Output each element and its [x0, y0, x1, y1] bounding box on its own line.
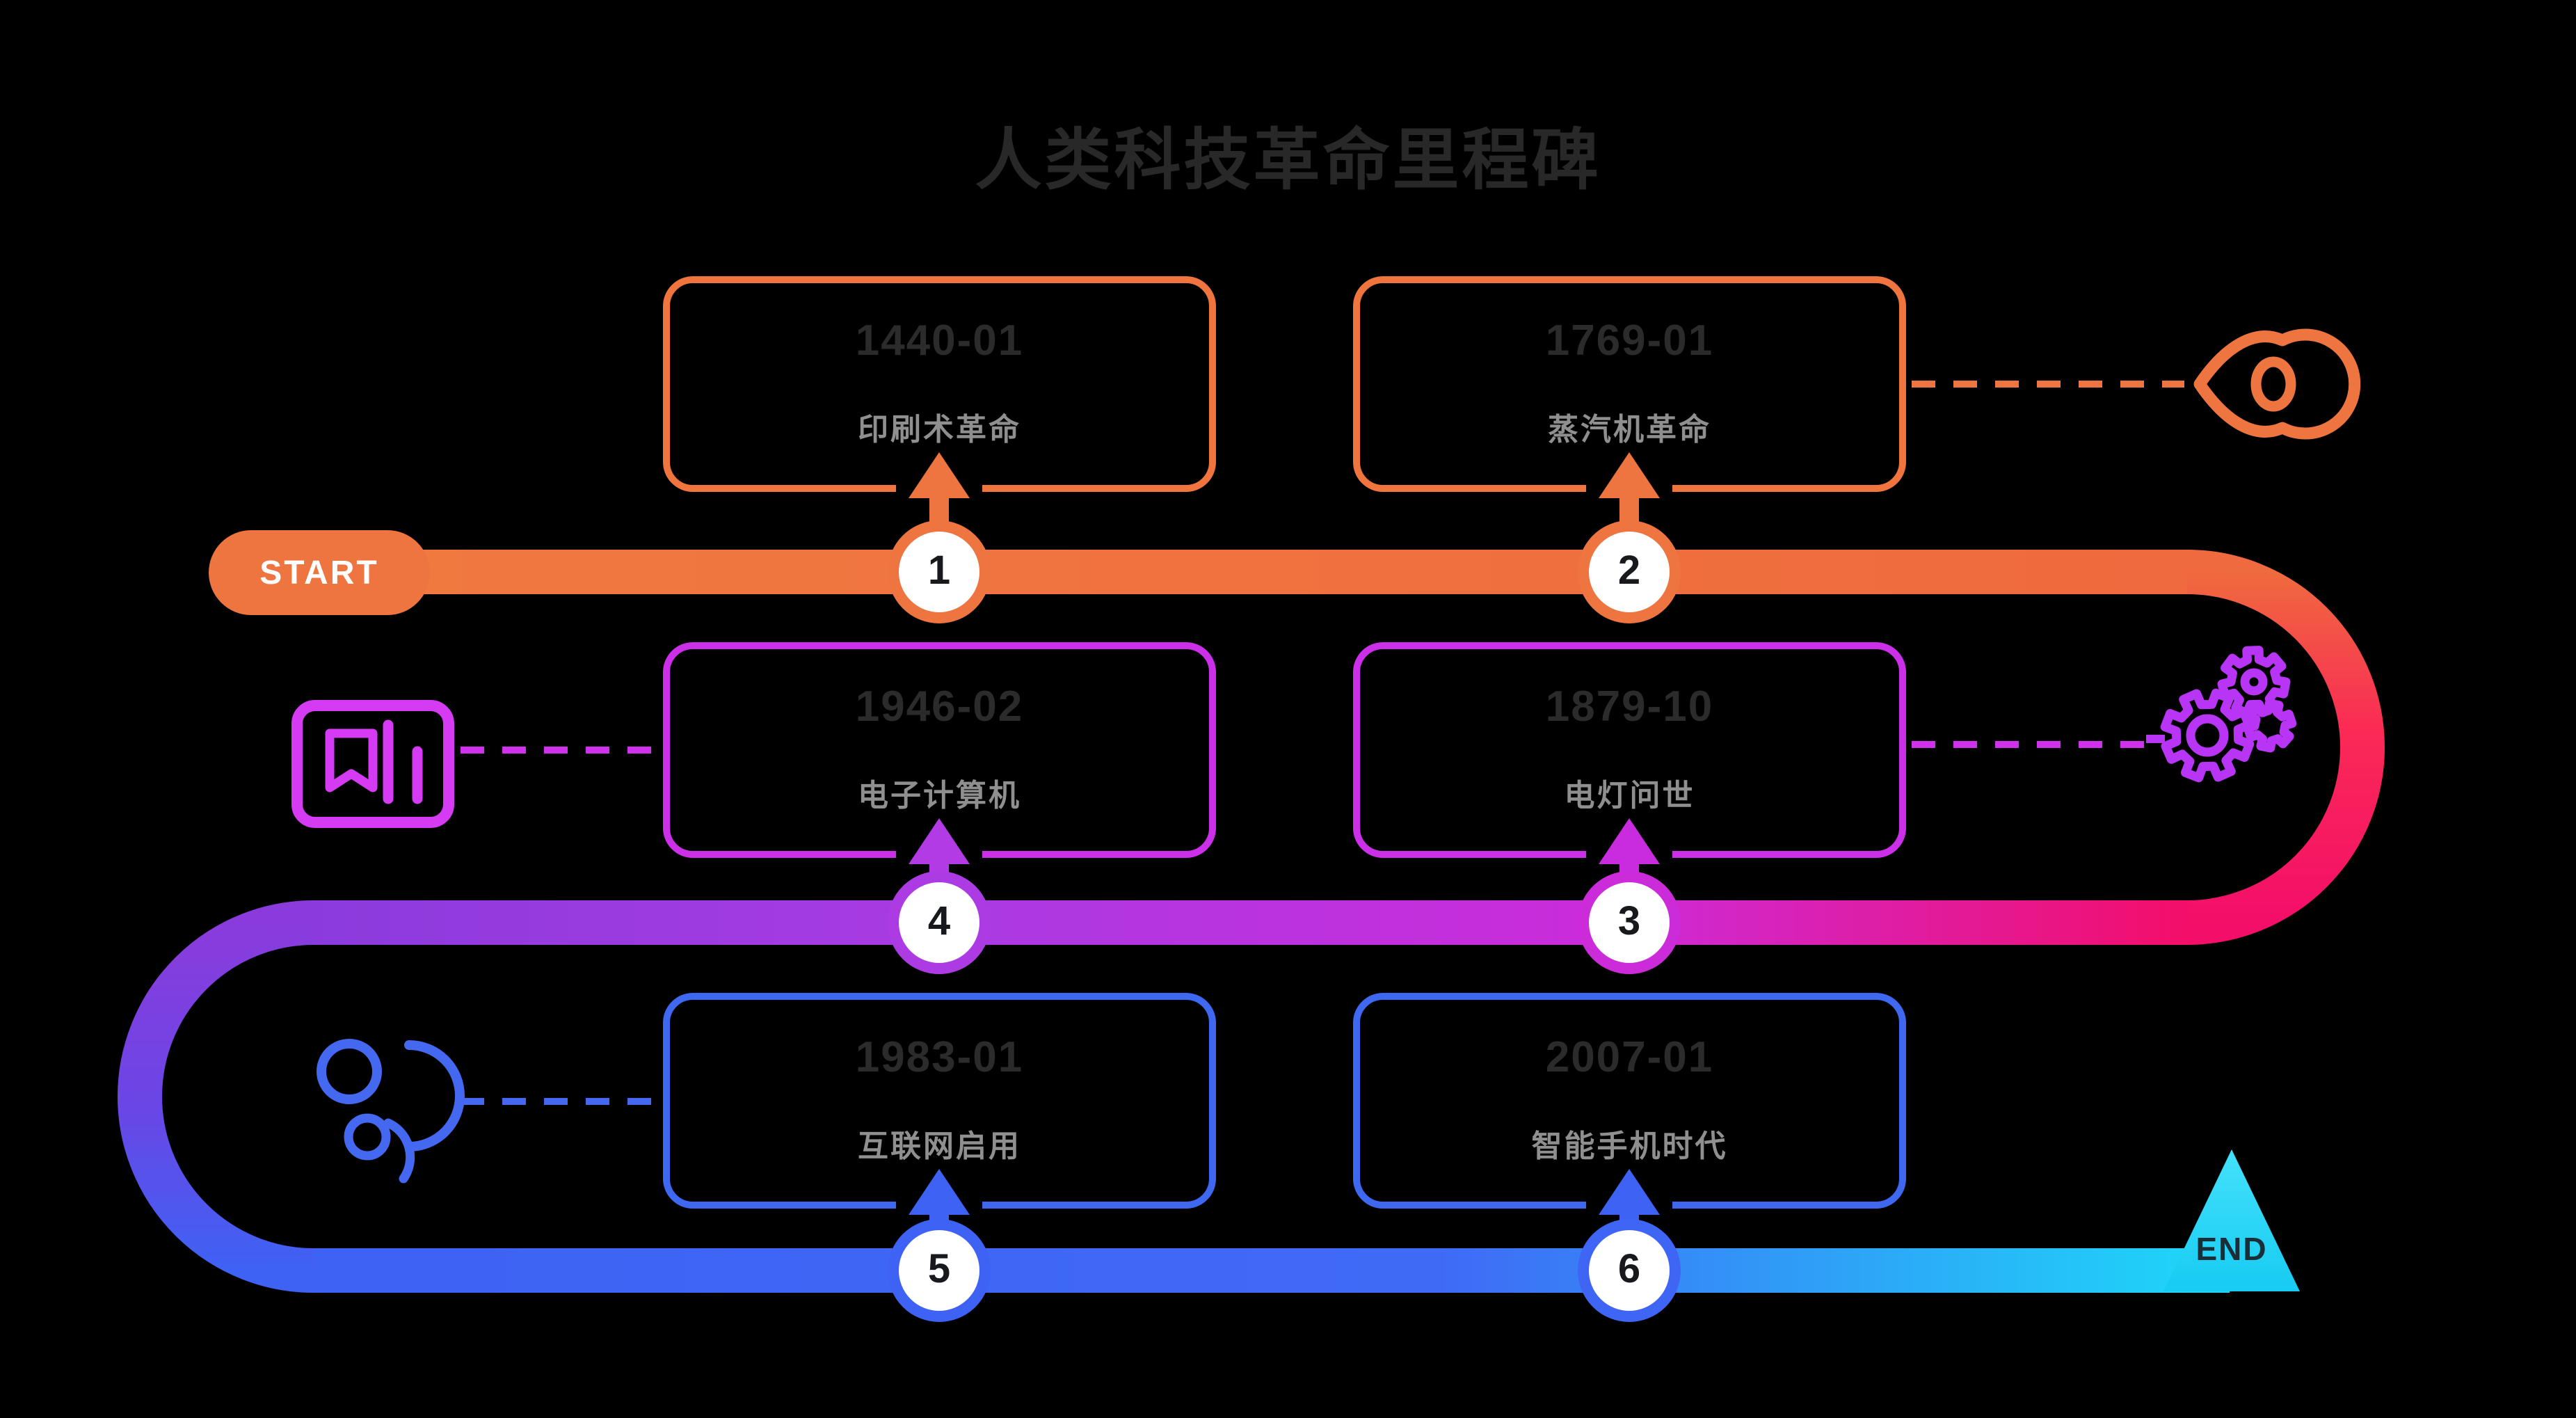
- certificate-icon: [291, 700, 454, 828]
- people-icon: [317, 1039, 465, 1184]
- node-milestone-6: [1578, 1219, 1681, 1322]
- node-milestone-4: [888, 871, 991, 974]
- node-milestone-5: [888, 1219, 991, 1322]
- track-right-turn: [2186, 550, 2385, 945]
- node-milestone-1: [888, 520, 991, 623]
- arrow-milestone-2: [1599, 452, 1660, 554]
- track-left-turn: [118, 900, 314, 1293]
- arrow-milestone-4: [909, 818, 970, 918]
- node-milestone-2: [1578, 520, 1681, 623]
- start-capsule: [209, 530, 430, 615]
- arrow-milestone-1: [909, 452, 970, 554]
- end-triangle: [2163, 1149, 2300, 1291]
- gears-icon: [2146, 646, 2297, 783]
- arrow-milestone-3: [1599, 818, 1660, 918]
- location-pin-icon: [2193, 328, 2361, 440]
- node-milestone-3: [1578, 871, 1681, 974]
